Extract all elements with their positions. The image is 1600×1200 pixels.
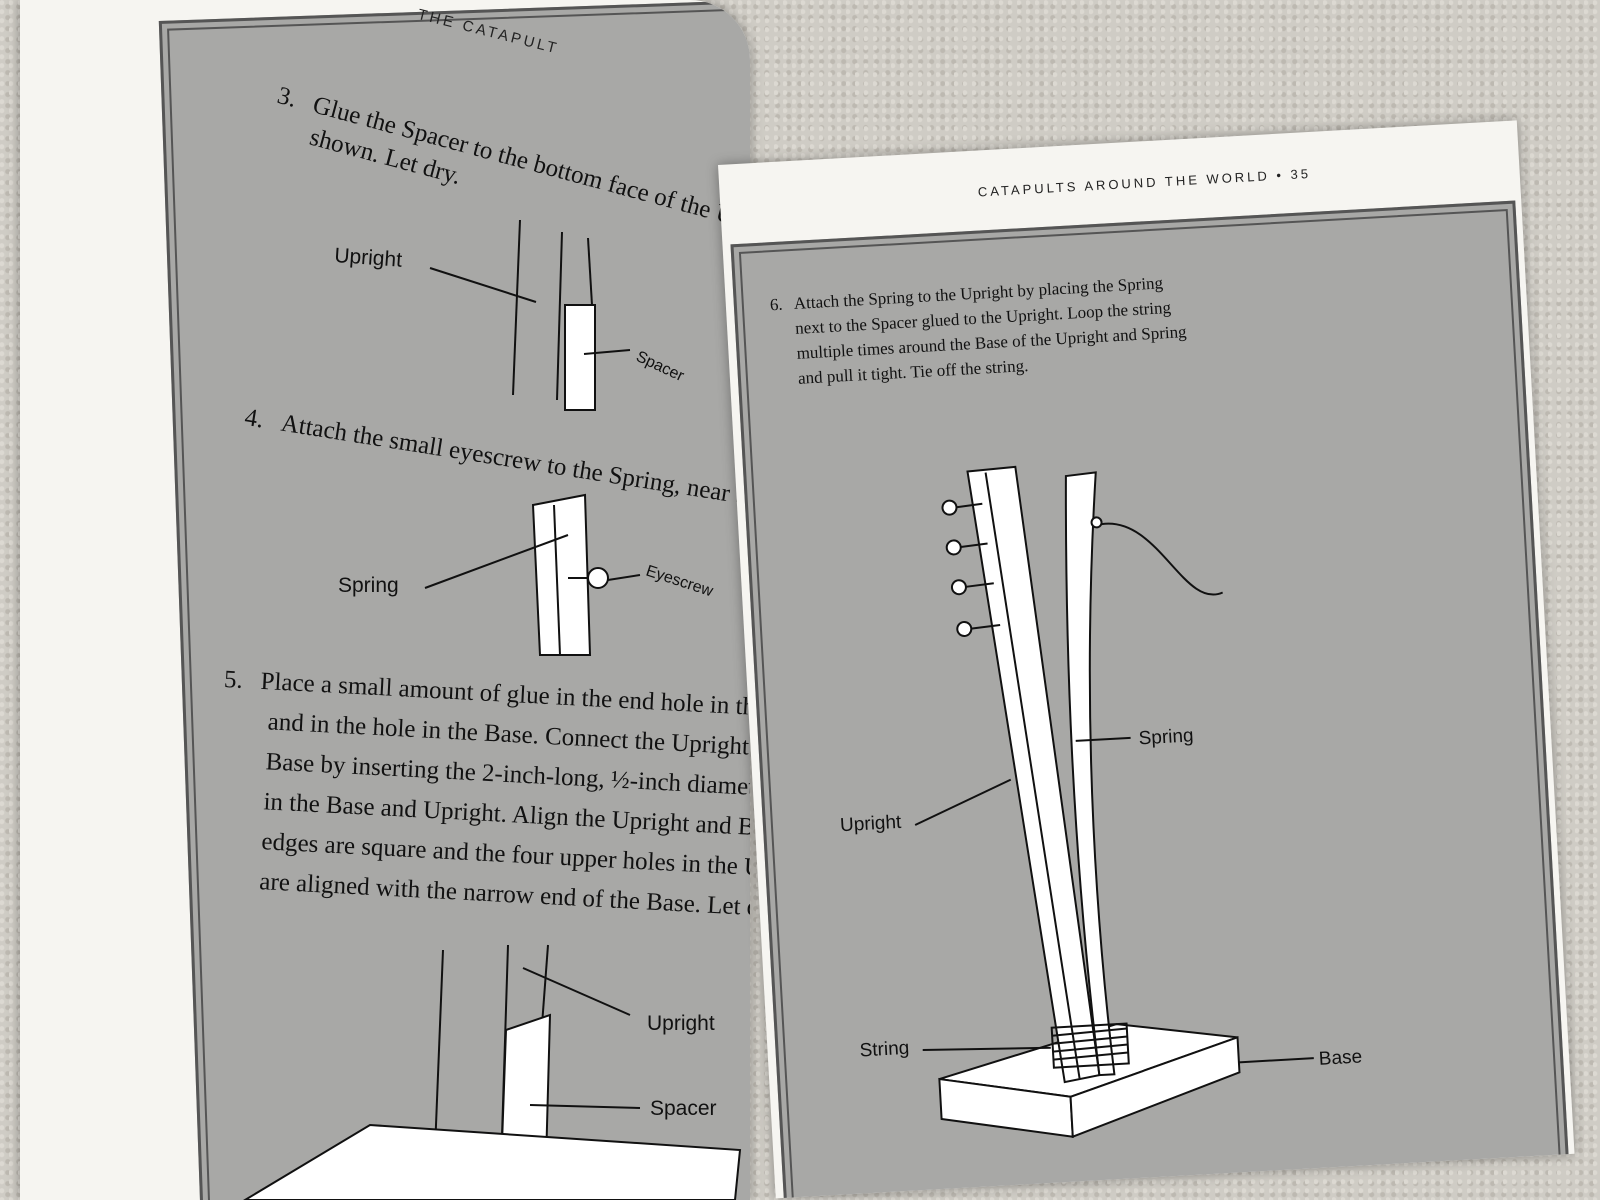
string-line [1101, 522, 1224, 596]
diagram-upright-spacer [429, 219, 631, 411]
spring-arm [1064, 471, 1116, 1077]
label-upright: Upright [839, 812, 902, 836]
left-page: THE CATAPULT 3.Glue the Spacer to the bo… [20, 0, 750, 1200]
peg-icons [941, 499, 1001, 637]
label-spacer-step5: Spacer [650, 1097, 717, 1120]
catapult-diagram: Spring Upright String Base [839, 465, 1363, 1139]
label-upright-step3: Upright [334, 244, 403, 272]
right-page: CATAPULTS AROUND THE WORLD • 35 6. Attac… [718, 120, 1575, 1199]
label-eyescrew-step4: Eyescrew [644, 563, 716, 601]
diagram-spring-eyescrew [424, 493, 641, 656]
left-page-diagrams: Upright Spacer Spring Eyescrew Upright S… [243, 219, 742, 1200]
label-spring-step4: Spring [338, 574, 399, 597]
string-wrap [1050, 1022, 1130, 1069]
eyescrew-icon [1090, 516, 1103, 529]
step-5: 5.Place a small amount of glue in the en… [212, 660, 750, 929]
label-string: String [859, 1038, 910, 1062]
step-number: 5. [223, 665, 244, 694]
label-upright-step5: Upright [647, 1012, 715, 1035]
diagram-upright-spacer-base [243, 944, 742, 1200]
label-base: Base [1318, 1046, 1362, 1069]
base-side [1069, 1035, 1241, 1139]
step-number: 4. [242, 403, 266, 434]
label-spacer-step3: Spacer [633, 348, 687, 385]
label-spring: Spring [1138, 725, 1194, 749]
